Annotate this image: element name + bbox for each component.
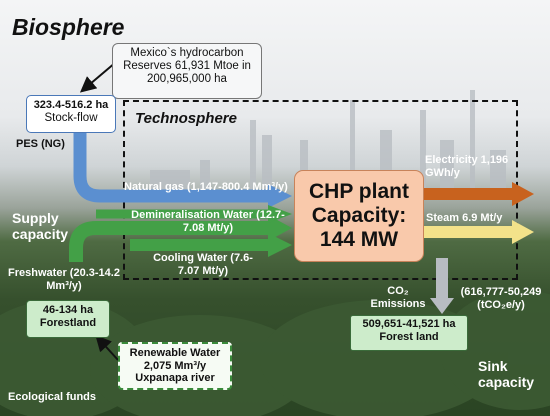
steam-label: Steam 6.9 Mt/y <box>426 212 503 224</box>
ecological-funds-label: Ecological funds <box>8 391 97 403</box>
demin-water-arrowhead <box>268 215 292 241</box>
chp-capacity-value: 144 MW <box>319 228 399 252</box>
cooling-water-arrowhead <box>268 233 292 257</box>
steam-arrow <box>424 226 514 238</box>
forestland-area: 46-134 ha <box>42 304 94 316</box>
chp-plant-title: CHP plant <box>309 180 409 203</box>
renewable-water-box: Renewable Water 2,075 Mm³/y Uxpanapa riv… <box>118 342 232 390</box>
stock-flow-box: 323.4-516.2 ha Stock-flow <box>26 95 116 133</box>
natural-gas-arrowhead <box>268 184 292 208</box>
electricity-arrow <box>424 188 514 200</box>
forest-land-sink-label: Forest land <box>379 330 439 343</box>
technosphere-title: Technosphere <box>135 110 237 127</box>
freshwater-label: Freshwater (20.3-14.2 Mm³/y) <box>8 267 120 292</box>
hydrocarbon-reserves-box: Mexico`s hydrocarbon Reserves 61,931 Mto… <box>112 43 262 99</box>
co2-arrow <box>436 258 448 300</box>
demin-water-label: Demineralisation Water (12.7-7.08 Mt/y) <box>131 209 285 234</box>
supply-capacity-label: Supply capacity <box>12 210 69 243</box>
co2-emissions-value: (616,777-50,249 (tCO₂e/y) <box>460 286 542 311</box>
electricity-arrowhead <box>512 182 534 206</box>
cooling-water-label: Cooling Water (7.6-7.07 Mt/y) <box>153 252 253 277</box>
steam-arrowhead <box>512 220 534 244</box>
chp-plant-box: CHP plant Capacity: 144 MW <box>294 170 424 262</box>
natural-gas-label: Natural gas (1,147-800.4 Mm³/y) <box>124 181 288 193</box>
hydrocarbon-reserves-text: Mexico`s hydrocarbon Reserves 61,931 Mto… <box>123 47 251 86</box>
electricity-label: Electricity 1,196 GWh/y <box>425 154 509 179</box>
chp-capacity-label: Capacity: <box>311 204 407 228</box>
pes-label: PES (NG) <box>16 138 65 150</box>
stock-flow-area: 323.4-516.2 ha <box>33 99 109 111</box>
stock-flow-label: Stock-flow <box>44 111 98 124</box>
co2-arrowhead <box>430 298 454 314</box>
biosphere-title: Biosphere <box>12 14 125 40</box>
forestland-box: 46-134 ha Forestland <box>26 300 110 338</box>
forest-land-sink-area: 509,651-41,521 ha <box>362 318 456 330</box>
freshwater-arrow <box>69 221 270 262</box>
renewable-water-text: Renewable Water 2,075 Mm³/y Uxpanapa riv… <box>129 347 221 385</box>
co2-emissions-label: CO₂ Emissions <box>370 285 426 310</box>
forestland-label: Forestland <box>39 316 97 329</box>
sink-capacity-label: Sink capacity <box>478 358 535 391</box>
forest-land-sink-box: 509,651-41,521 ha Forest land <box>350 315 468 351</box>
renewable-water-arrow <box>95 335 119 361</box>
demin-water-arrowhead-2 <box>268 205 292 223</box>
natural-gas-arrow <box>73 133 270 203</box>
